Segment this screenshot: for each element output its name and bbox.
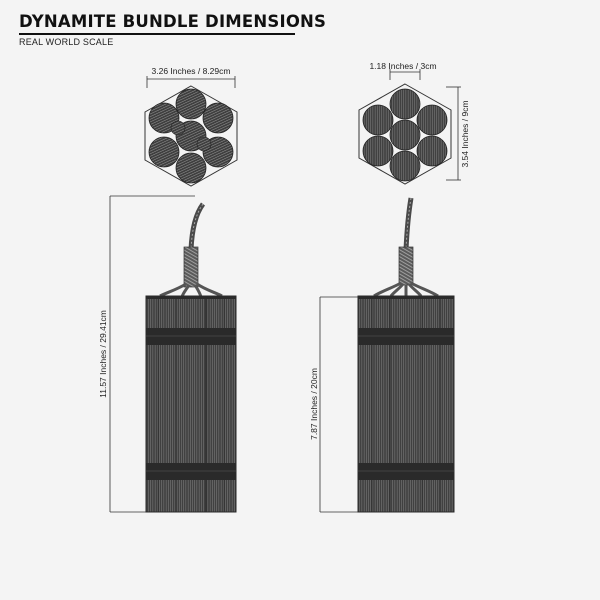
small-width-label: 1.18 Inches / 3cm <box>369 61 436 71</box>
fuse <box>188 202 206 251</box>
stick-end <box>362 104 394 136</box>
small-depth-label: 3.54 Inches / 9cm <box>460 100 470 167</box>
fuse-wire <box>196 282 223 298</box>
fuse-binding <box>183 246 199 288</box>
stick-end <box>416 104 448 136</box>
stick-end <box>175 152 207 184</box>
fuse-binding <box>398 246 414 286</box>
page-title: DYNAMITE BUNDLE DIMENSIONS <box>19 12 327 31</box>
fuse-wire <box>407 283 423 297</box>
large-height-label: 11.57 Inches / 29.41cm <box>98 310 108 398</box>
fuse-wire <box>159 282 187 298</box>
fuse <box>403 197 414 251</box>
stick-end <box>389 88 421 120</box>
stick-top-rim <box>146 296 236 299</box>
small-stick-ends <box>362 88 448 182</box>
fuse-wire <box>410 281 439 298</box>
small-upper-band <box>358 328 454 345</box>
stick-end <box>196 136 212 152</box>
large-width-label: 3.26 Inches / 8.29cm <box>152 66 231 76</box>
stick-end <box>202 102 234 134</box>
small-bundle-side-view: 7.87 Inches / 20cm <box>309 197 455 513</box>
large-bundle-side-view: 11.57 Inches / 29.41cm <box>98 195 237 513</box>
stick-end <box>389 150 421 182</box>
large-upper-band <box>146 328 236 345</box>
title-underline <box>19 33 295 35</box>
fuse-wire <box>389 283 405 297</box>
stick-end <box>362 135 394 167</box>
stick-end <box>175 88 207 120</box>
stick-top-rim <box>358 296 454 299</box>
large-lower-band <box>146 463 236 480</box>
stick-end <box>389 119 421 151</box>
large-bundle-top-view: 3.26 Inches / 8.29cm <box>144 66 238 187</box>
fuse-wire <box>373 281 402 298</box>
small-height-label: 7.87 Inches / 20cm <box>309 368 319 440</box>
stick-end <box>148 136 180 168</box>
small-lower-band <box>358 463 454 480</box>
small-bundle-top-view: 1.18 Inches / 3cm 3.54 Inches / 9cm <box>358 61 470 185</box>
stick-end <box>170 120 186 136</box>
page-subtitle: REAL WORLD SCALE <box>19 37 114 47</box>
stick-end <box>416 135 448 167</box>
large-stick-ends <box>148 88 234 184</box>
